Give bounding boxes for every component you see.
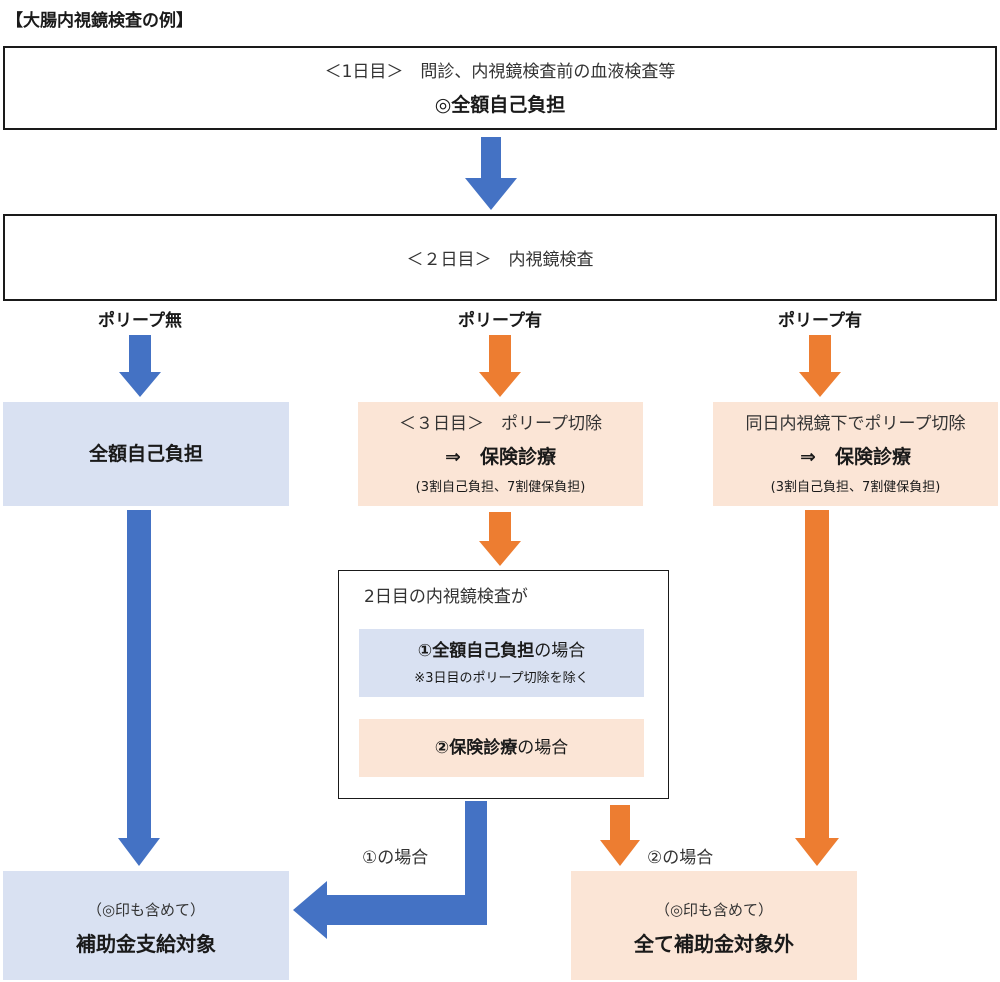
arrow-to-subsidy-eligible (118, 510, 160, 866)
same-day-cost-split: (3割自己負担、7割健保負担) (770, 480, 941, 495)
case2-box: ②保険診療の場合 (359, 719, 644, 777)
subsidy-ineligible-note: （◎印も含めて） (654, 901, 774, 919)
full-self-pay-box: 全額自己負担 (3, 402, 289, 506)
day3-polyp-removal-box: ＜３日目＞ ポリープ切除 ⇒ 保険診療 (3割自己負担、7割健保負担) (358, 402, 643, 506)
branch-label-polyp-same-day: ポリープ有 (778, 311, 862, 331)
case2-arrow-label: ②の場合 (647, 848, 714, 868)
branch-label-no-polyp: ポリープ無 (98, 311, 182, 331)
arrow-to-condition (479, 512, 521, 566)
day2-description: ＜２日目＞ 内視鏡検査 (406, 250, 594, 270)
case1-box: ①全額自己負担の場合 ※3日目のポリープ切除を除く (359, 629, 644, 697)
case2-label-rest: の場合 (517, 738, 569, 758)
day1-cost: ◎全額自己負担 (434, 94, 566, 116)
case1-label: ①全額自己負担の場合 (359, 636, 644, 661)
arrow-same-day-to-ineligible (795, 510, 839, 866)
arrow-case1-to-eligible (293, 801, 487, 939)
day3-insurance: ⇒ 保険診療 (445, 446, 556, 468)
same-day-insurance: ⇒ 保険診療 (800, 446, 911, 468)
subsidy-ineligible-label: 全て補助金対象外 (634, 932, 794, 956)
day1-box: ＜1日目＞ 問診、内視鏡検査前の血液検査等 ◎全額自己負担 (3, 46, 997, 130)
subsidy-ineligible-box: （◎印も含めて） 全て補助金対象外 (571, 871, 857, 980)
condition-box: 2日目の内視鏡検査が ①全額自己負担の場合 ※3日目のポリープ切除を除く ②保険… (338, 570, 669, 799)
case2-label-bold: ②保険診療 (434, 738, 518, 758)
subsidy-eligible-box: （◎印も含めて） 補助金支給対象 (3, 871, 289, 980)
subsidy-eligible-label: 補助金支給対象 (76, 932, 216, 956)
case1-note: ※3日目のポリープ切除を除く (414, 671, 589, 686)
case1-label-rest: の場合 (534, 641, 586, 661)
day2-box: ＜２日目＞ 内視鏡検査 (3, 214, 997, 301)
arrow-case2-to-ineligible (600, 805, 640, 866)
condition-heading: 2日目の内視鏡検査が (364, 587, 528, 607)
arrow-to-day3 (479, 335, 521, 397)
day1-description: ＜1日目＞ 問診、内視鏡検査前の血液検査等 (324, 62, 676, 82)
subsidy-eligible-note: （◎印も含めて） (86, 901, 206, 919)
page-title: 【大腸内視鏡検査の例】 (6, 11, 193, 31)
branch-label-polyp-later: ポリープ有 (458, 311, 542, 331)
same-day-removal-box: 同日内視鏡下でポリープ切除 ⇒ 保険診療 (3割自己負担、7割健保負担) (713, 402, 998, 506)
arrow-day1-to-day2 (465, 137, 517, 210)
case1-arrow-label: ①の場合 (362, 848, 429, 868)
arrow-to-same-day (799, 335, 841, 397)
arrow-to-full-self-pay (119, 335, 161, 397)
day3-cost-split: (3割自己負担、7割健保負担) (415, 480, 586, 495)
case1-label-bold: ①全額自己負担 (417, 641, 535, 661)
same-day-heading: 同日内視鏡下でポリープ切除 (745, 414, 966, 434)
day3-heading: ＜３日目＞ ポリープ切除 (399, 414, 602, 434)
